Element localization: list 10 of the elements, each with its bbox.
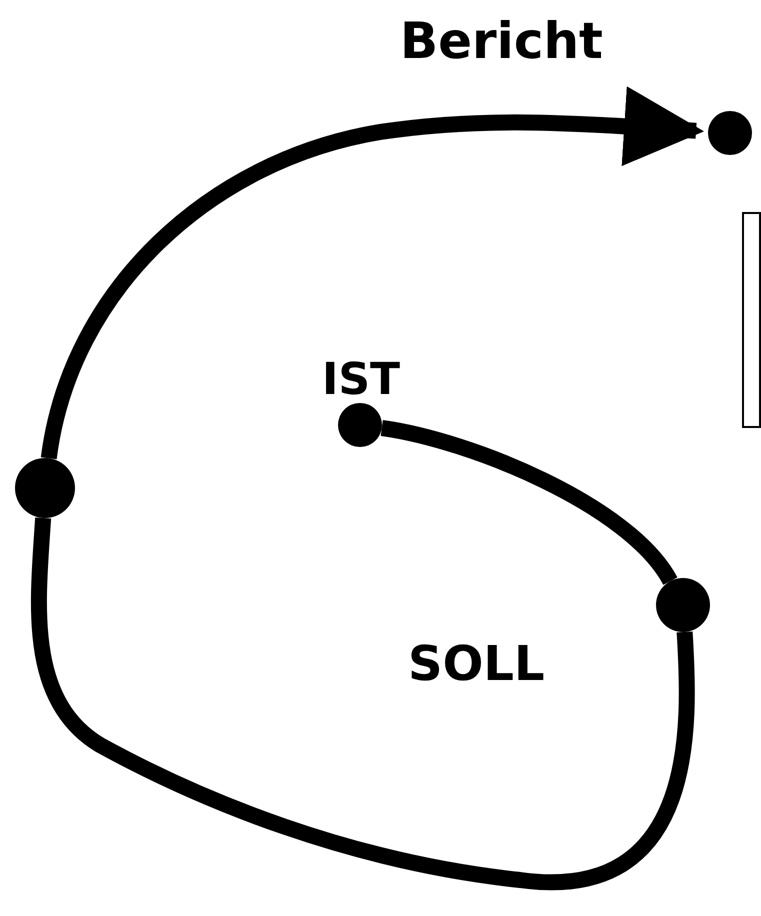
dot-marker xyxy=(338,403,382,447)
connector-line xyxy=(31,517,695,890)
arrow xyxy=(40,86,704,460)
dot-marker xyxy=(656,578,710,632)
diagram-label: SOLL xyxy=(408,640,545,688)
diagram-label: Bericht xyxy=(400,16,603,66)
connector-line xyxy=(380,420,678,586)
point-label: IST xyxy=(322,358,400,402)
dot-marker xyxy=(708,111,752,155)
empty-box xyxy=(742,212,761,428)
